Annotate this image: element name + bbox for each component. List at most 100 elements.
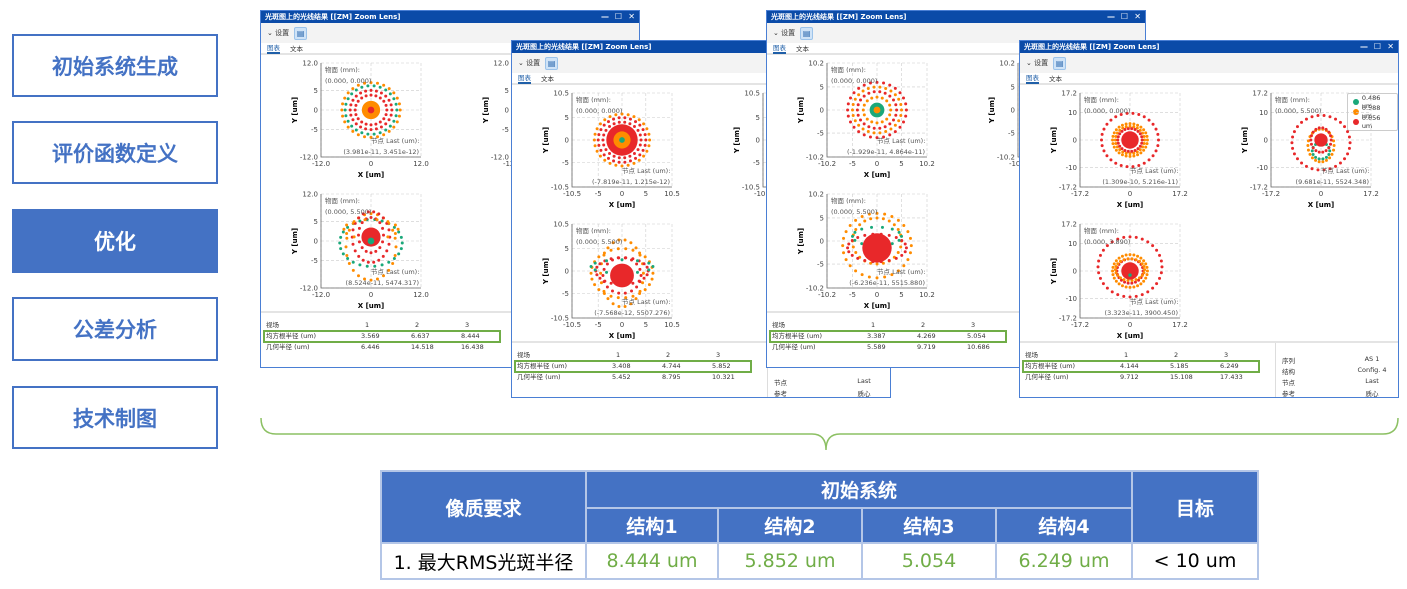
spot-dot <box>860 227 864 231</box>
spot-dot <box>1132 151 1136 155</box>
y-tick-label: 0 <box>1264 137 1268 145</box>
spot-dot <box>360 120 364 124</box>
row-label: 视场 <box>1025 351 1038 359</box>
spot-dot <box>601 273 605 277</box>
spot-dot <box>1311 152 1315 156</box>
field-label: 物面 (mm): <box>576 226 611 235</box>
settings-button[interactable]: ⌄ 设置 <box>518 58 540 68</box>
x-tick-label: -5 <box>595 321 602 329</box>
spot-dot <box>894 235 898 239</box>
spot-dot <box>853 97 857 101</box>
spot-dot <box>380 263 384 267</box>
spot-dot <box>593 144 597 148</box>
spot-diagram-window[interactable]: 光斑图上的光线结果 [[ZM] Zoom Lens] — ☐ ✕ ⌄ 设置 ▤ … <box>1019 40 1399 398</box>
tab-text[interactable]: 文本 <box>541 75 554 83</box>
spot-dot <box>1330 152 1334 156</box>
title-bar[interactable]: 光斑图上的光线结果 [[ZM] Zoom Lens] — ☐ ✕ <box>261 11 639 23</box>
nav-tolerance[interactable]: 公差分析 <box>12 297 218 361</box>
spot-dot <box>870 225 874 229</box>
nav-optimization[interactable]: 优化 <box>12 209 218 273</box>
settings-button[interactable]: ⌄ 设置 <box>773 28 795 38</box>
spot-dot <box>602 289 606 293</box>
spot-dot <box>1113 138 1117 142</box>
info-key: 参考 <box>1282 390 1295 398</box>
tab-text[interactable]: 文本 <box>1049 75 1062 83</box>
spot-dot <box>1133 280 1137 284</box>
maximize-icon[interactable]: ☐ <box>1120 12 1128 21</box>
close-icon[interactable]: ✕ <box>1387 42 1394 51</box>
spot-dot <box>1291 135 1295 139</box>
info-key: 结构 <box>1282 368 1295 376</box>
spot-core <box>862 233 892 263</box>
minimize-icon[interactable]: — <box>1107 12 1115 21</box>
spot-dot <box>1134 294 1138 298</box>
title-bar[interactable]: 光斑图上的光线结果 [[ZM] Zoom Lens] — ☐ ✕ <box>767 11 1145 23</box>
y-tick-label: 5 <box>314 218 318 226</box>
spot-dot <box>857 86 861 90</box>
spot-dot <box>1111 265 1115 269</box>
spot-dot <box>387 118 391 122</box>
group-header: 初始系统 <box>585 470 1133 509</box>
close-icon[interactable]: ✕ <box>628 12 635 21</box>
minimize-icon[interactable]: — <box>1360 42 1368 51</box>
config-header: 结构4 <box>995 507 1133 544</box>
spot-dot <box>1122 258 1126 262</box>
row-label: 几何半径 (um) <box>266 343 310 351</box>
spot-dot <box>364 89 368 93</box>
spot-dot <box>387 242 391 246</box>
tab-text[interactable]: 文本 <box>796 45 809 53</box>
tab-chart[interactable]: 图表 <box>773 44 786 54</box>
spot-dot <box>357 274 360 278</box>
spot-dot <box>893 86 897 90</box>
spot-dot <box>1122 235 1126 239</box>
spot-dot <box>626 113 630 117</box>
nav-initial-system[interactable]: 初始系统生成 <box>12 34 218 97</box>
tab-text[interactable]: 文本 <box>290 45 303 53</box>
rms-value: 5.054 <box>967 332 986 340</box>
maximize-icon[interactable]: ☐ <box>1373 42 1381 51</box>
spot-dot <box>902 223 906 227</box>
spot-dot <box>387 98 391 102</box>
spot-dot <box>629 241 633 245</box>
tab-chart[interactable]: 图表 <box>267 44 280 54</box>
settings-button[interactable]: ⌄ 设置 <box>1026 58 1048 68</box>
spot-dot <box>1140 274 1144 278</box>
nav-merit-function[interactable]: 评价函数定义 <box>12 121 218 184</box>
spot-dot <box>908 236 912 240</box>
y-tick-label: -10.2 <box>997 154 1015 162</box>
geo-value: 10.321 <box>712 373 735 381</box>
spot-dot <box>382 83 386 87</box>
spot-dot <box>894 103 898 107</box>
geo-value: 5.452 <box>612 373 631 381</box>
spot-dot <box>379 91 383 95</box>
spot-dot <box>382 233 385 237</box>
table-view-icon[interactable]: ▤ <box>1053 56 1067 70</box>
tab-chart[interactable]: 图表 <box>518 74 531 84</box>
info-value: Last <box>857 377 871 385</box>
spot-dot <box>896 227 900 231</box>
spot-dot <box>899 245 903 249</box>
table-view-icon[interactable]: ▤ <box>294 26 308 40</box>
spot-dot <box>397 102 401 106</box>
nav-drawing[interactable]: 技术制图 <box>12 386 218 449</box>
maximize-icon[interactable]: ☐ <box>614 12 622 21</box>
spot-dot <box>1145 138 1149 142</box>
tab-chart[interactable]: 图表 <box>1026 74 1039 84</box>
table-view-icon[interactable]: ▤ <box>800 26 814 40</box>
minimize-icon[interactable]: — <box>601 12 609 21</box>
spot-dot <box>1114 161 1118 165</box>
settings-button[interactable]: ⌄ 设置 <box>267 28 289 38</box>
spot-dot <box>611 302 615 306</box>
node-label: 节点 Last (um): <box>877 268 925 276</box>
value-cell: 8.444 um <box>585 542 719 580</box>
node-label: 节点 Last (um): <box>1130 298 1178 306</box>
title-bar[interactable]: 光斑图上的光线结果 [[ZM] Zoom Lens] — ☐ ✕ <box>1020 41 1398 53</box>
spot-dot <box>875 95 879 99</box>
close-icon[interactable]: ✕ <box>1134 12 1141 21</box>
spot-dot <box>349 103 353 107</box>
table-view-icon[interactable]: ▤ <box>545 56 559 70</box>
spot-dot <box>353 108 357 112</box>
